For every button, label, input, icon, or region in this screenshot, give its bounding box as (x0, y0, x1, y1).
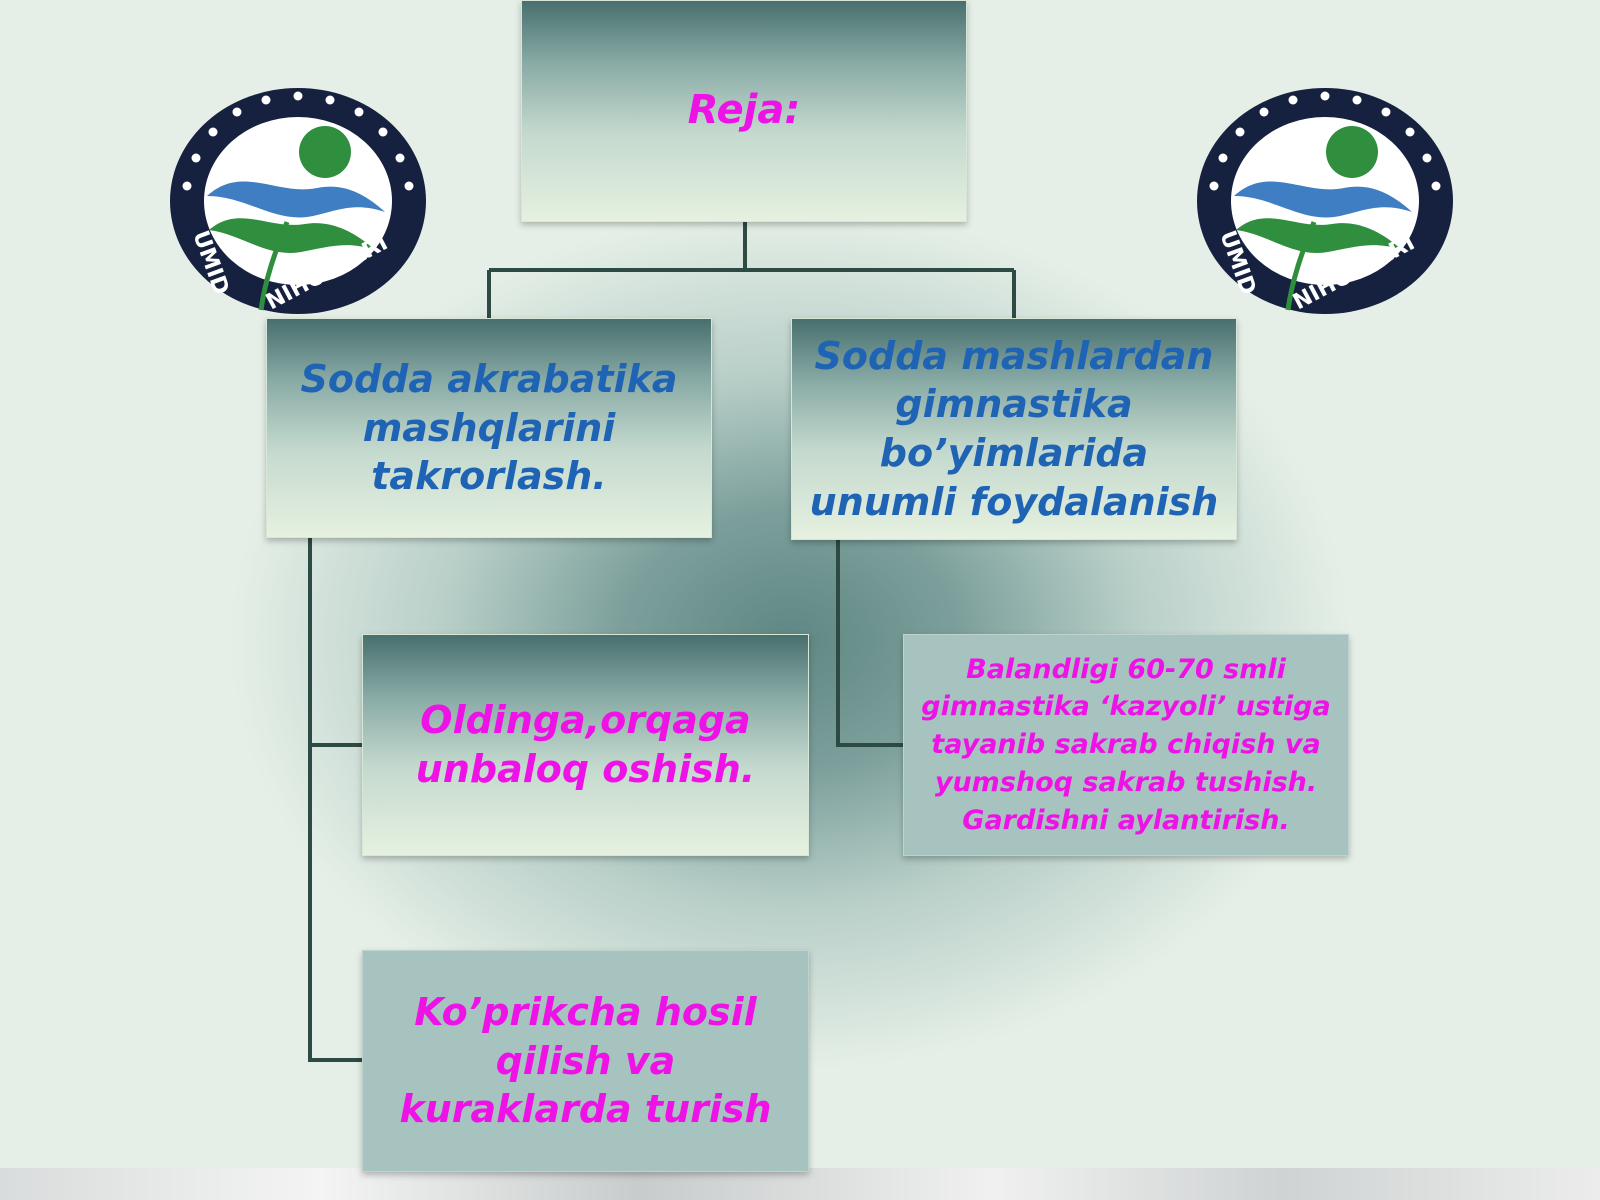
logo-left: UMID NIHOLLARI (170, 88, 426, 315)
logo-sun-icon (299, 126, 351, 178)
logo-sun-icon (1326, 126, 1378, 178)
branch-right-label: Sodda mashlardan gimnastika bo’yimlarida… (809, 333, 1219, 524)
connector-right-spine (836, 540, 903, 747)
left-item-1-label: Oldinga,orqaga unbaloq oshish. (415, 698, 756, 791)
right-item-1-label: Balandligi 60-70 smli gimnastika ‘kazyol… (921, 653, 1331, 836)
left-item-box-1: Oldinga,orqaga unbaloq oshish. (362, 634, 809, 856)
logo-stem (258, 221, 290, 311)
right-item-box-1: Balandligi 60-70 smli gimnastika ‘kazyol… (903, 634, 1349, 856)
logo-right: UMID NIHOLLARI (1197, 88, 1453, 315)
left-item-2-label: Ko’prikcha hosil qilish va kuraklarda tu… (399, 990, 772, 1132)
logo-stars (182, 91, 414, 191)
root-box: Reja: (521, 0, 967, 222)
logo-wave-blue (207, 181, 385, 218)
connector-left-spine (308, 538, 362, 1062)
left-item-box-2: Ko’prikcha hosil qilish va kuraklarda tu… (362, 950, 809, 1172)
branch-box-right: Sodda mashlardan gimnastika bo’yimlarida… (791, 318, 1237, 540)
bottom-strip (0, 1168, 1600, 1200)
branch-left-label: Sodda akrabatika mashqlarini takrorlash. (300, 357, 678, 499)
branch-box-left: Sodda akrabatika mashqlarini takrorlash. (266, 318, 712, 538)
logo-wave-green (209, 218, 375, 253)
root-label: Reja: (687, 87, 801, 134)
